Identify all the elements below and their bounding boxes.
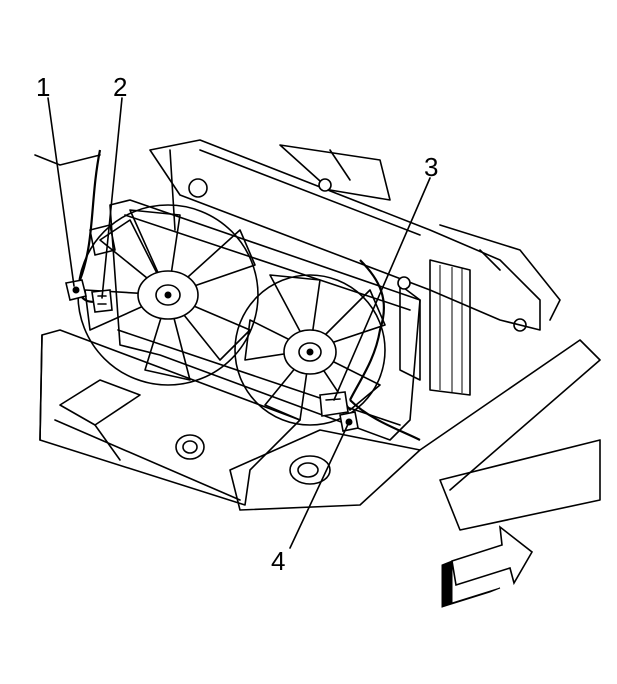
leader-lines [47,97,431,549]
callout-1: 1 [36,72,50,102]
radiator-support-frame [149,139,561,396]
lower-body-panel [39,329,601,531]
fastener-upper [188,178,411,290]
connector-1 [65,279,87,301]
callout-3: 3 [424,152,438,182]
front-direction-arrow [441,525,534,608]
connector-3 [319,391,349,417]
wiring-harness [34,149,421,441]
callout-4: 4 [271,546,285,576]
callout-2: 2 [113,72,127,102]
right-cooling-fan [234,274,386,426]
